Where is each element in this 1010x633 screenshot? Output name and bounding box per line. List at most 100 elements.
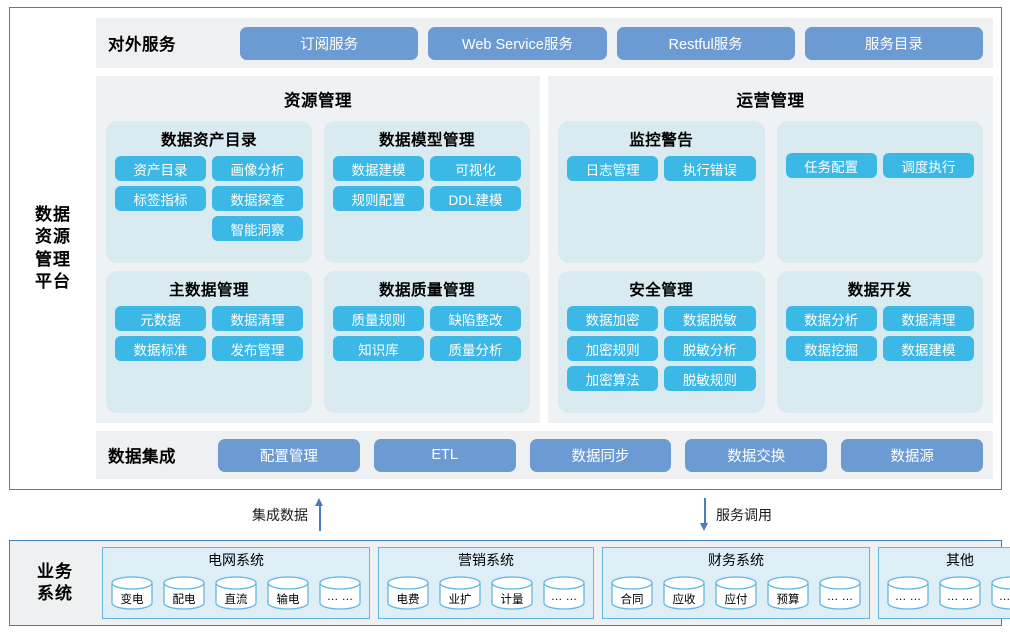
chip-rule-config[interactable]: 规则配置 [333,186,424,211]
cylinder-label: 配电 [172,594,196,606]
integration-button-data-sync[interactable]: 数据同步 [529,438,672,472]
database-cylinder-icon[interactable]: … … [317,574,363,612]
biz-group-title: 财务系统 [708,552,764,568]
cylinder-label: 输电 [276,594,300,606]
chip-publish-management[interactable]: 发布管理 [212,336,303,361]
cylinder-label: 应收 [672,594,696,606]
platform-title-line: 资源 [35,227,71,247]
cylinder-label: … … [998,591,1010,603]
chip-execution-error[interactable]: 执行错误 [664,156,756,181]
biz-group-title: 其他 [946,552,974,568]
platform-title-line: 数据 [35,204,71,224]
chip-asset-catalog[interactable]: 资产目录 [115,156,206,181]
database-cylinder-icon[interactable]: … … [817,574,863,612]
chip-ddl-modeling[interactable]: DDL建模 [430,186,521,211]
database-cylinder-icon[interactable]: 配电 [161,574,207,612]
chip-group: 数据加密 数据脱敏 加密规则 脱敏分析 加密算法 脱敏规则 [567,306,756,391]
platform-title-line: 平台 [35,271,71,291]
database-cylinder-icon[interactable]: 输电 [265,574,311,612]
chip-smart-insight[interactable]: 智能洞察 [212,216,303,241]
integration-button-etl[interactable]: ETL [373,438,516,472]
chip-group: 日志管理 执行错误 [567,156,756,181]
database-cylinder-icon[interactable]: … … [885,574,931,612]
chip-encryption-rules[interactable]: 加密规则 [567,336,659,361]
integration-button-config-management[interactable]: 配置管理 [218,438,360,472]
cylinder-label: … … [826,591,854,603]
database-cylinder-icon[interactable]: … … [989,574,1010,612]
service-button-restful[interactable]: Restful服务 [616,26,795,60]
chip-masking-analysis[interactable]: 脱敏分析 [664,336,756,361]
cylinder-row: 合同 应收 应付 预算 … … [609,572,863,614]
database-cylinder-icon[interactable]: … … [541,574,587,612]
database-cylinder-icon[interactable]: 预算 [765,574,811,612]
business-systems-frame: 业务 系统 电网系统 变电 配电 直流 [9,540,1010,626]
chip-group: 元数据 数据清理 数据标准 发布管理 [115,306,303,361]
database-cylinder-icon[interactable]: 直流 [213,574,259,612]
card-data-asset-catalog: 数据资产目录 资产目录 画像分析 标签指标 数据探查 智能洞察 [106,121,312,263]
cylinder-label: 电费 [396,594,420,606]
chip-data-mining[interactable]: 数据挖掘 [785,336,877,361]
service-button-service-catalog[interactable]: 服务目录 [804,26,983,60]
database-cylinder-icon[interactable]: 电费 [385,574,431,612]
cylinder-label: 直流 [224,594,248,606]
chip-data-analysis[interactable]: 数据分析 [785,306,877,331]
chip-masking-rules[interactable]: 脱敏规则 [664,366,756,391]
resource-row-bottom: 主数据管理 元数据 数据清理 数据标准 发布管理 数据质量管理 [106,271,530,413]
chip-task-config[interactable]: 任务配置 [785,153,877,178]
cylinder-label: 应付 [724,594,748,606]
database-cylinder-icon[interactable]: 应收 [661,574,707,612]
chip-visualization[interactable]: 可视化 [430,156,521,181]
chip-data-encryption[interactable]: 数据加密 [567,306,659,331]
service-button-web-service[interactable]: Web Service服务 [428,26,607,60]
platform-title-line: 管理 [35,249,71,269]
connector-label-integrate-data: 集成数据 [252,506,308,523]
chip-data-modeling[interactable]: 数据建模 [333,156,424,181]
chip-group: 资产目录 画像分析 标签指标 数据探查 智能洞察 [115,156,303,241]
cylinder-row: … … … … … … [885,572,1010,614]
panel-operations-management: 运营管理 监控警告 日志管理 执行错误 [548,76,993,423]
resource-management-grid: 数据资产目录 资产目录 画像分析 标签指标 数据探查 智能洞察 [106,121,530,413]
cylinder-label: … … [326,591,354,603]
service-button-subscription[interactable]: 订阅服务 [240,26,419,60]
database-cylinder-icon[interactable]: 合同 [609,574,655,612]
database-cylinder-icon[interactable]: 应付 [713,574,759,612]
chip-schedule-execution[interactable]: 调度执行 [882,153,974,178]
cylinder-label: 计量 [500,594,524,606]
business-systems-title-line: 业务 [37,561,73,581]
connector-integrate-data: 集成数据 [252,498,325,531]
ops-row-bottom: 安全管理 数据加密 数据脱敏 加密规则 脱敏分析 加密算法 脱敏规则 [558,271,983,413]
biz-group-power-grid: 电网系统 变电 配电 直流 输电 [102,547,370,619]
chip-data-standard[interactable]: 数据标准 [115,336,206,361]
chip-defect-remediation[interactable]: 缺陷整改 [430,306,521,331]
cylinder-row: 电费 业扩 计量 … … [385,572,587,614]
chip-metadata[interactable]: 元数据 [115,306,206,331]
biz-group-others: 其他 … … … … … … [878,547,1010,619]
card-title: 监控警告 [629,132,694,149]
chip-quality-analysis[interactable]: 质量分析 [430,336,521,361]
integration-button-data-exchange[interactable]: 数据交换 [685,438,828,472]
database-cylinder-icon[interactable]: 变电 [109,574,155,612]
chip-profile-analysis[interactable]: 画像分析 [212,156,303,181]
chip-log-management[interactable]: 日志管理 [567,156,659,181]
database-cylinder-icon[interactable]: 业扩 [437,574,483,612]
card-master-data-management: 主数据管理 元数据 数据清理 数据标准 发布管理 [106,271,312,413]
arrow-up-icon [314,498,325,531]
chip-data-exploration[interactable]: 数据探查 [212,186,303,211]
chip-encryption-algorithm[interactable]: 加密算法 [567,366,659,391]
database-cylinder-icon[interactable]: 计量 [489,574,535,612]
integration-button-data-source[interactable]: 数据源 [841,438,983,472]
chip-data-modeling-dev[interactable]: 数据建模 [882,336,974,361]
chip-quality-rules[interactable]: 质量规则 [333,306,424,331]
chip-knowledge-base[interactable]: 知识库 [333,336,424,361]
chip-data-cleaning-dev[interactable]: 数据清理 [882,306,974,331]
card-title: 安全管理 [629,282,694,299]
database-cylinder-icon[interactable]: … … [937,574,983,612]
chip-data-cleaning[interactable]: 数据清理 [212,306,303,331]
biz-group-marketing: 营销系统 电费 业扩 计量 … … [378,547,594,619]
external-services-label: 对外服务 [108,36,176,54]
cylinder-label: … … [946,591,974,603]
chip-tag-metrics[interactable]: 标签指标 [115,186,206,211]
card-data-development: 数据开发 数据分析 数据清理 数据挖掘 数据建模 [776,271,983,413]
chip-data-masking[interactable]: 数据脱敏 [664,306,756,331]
